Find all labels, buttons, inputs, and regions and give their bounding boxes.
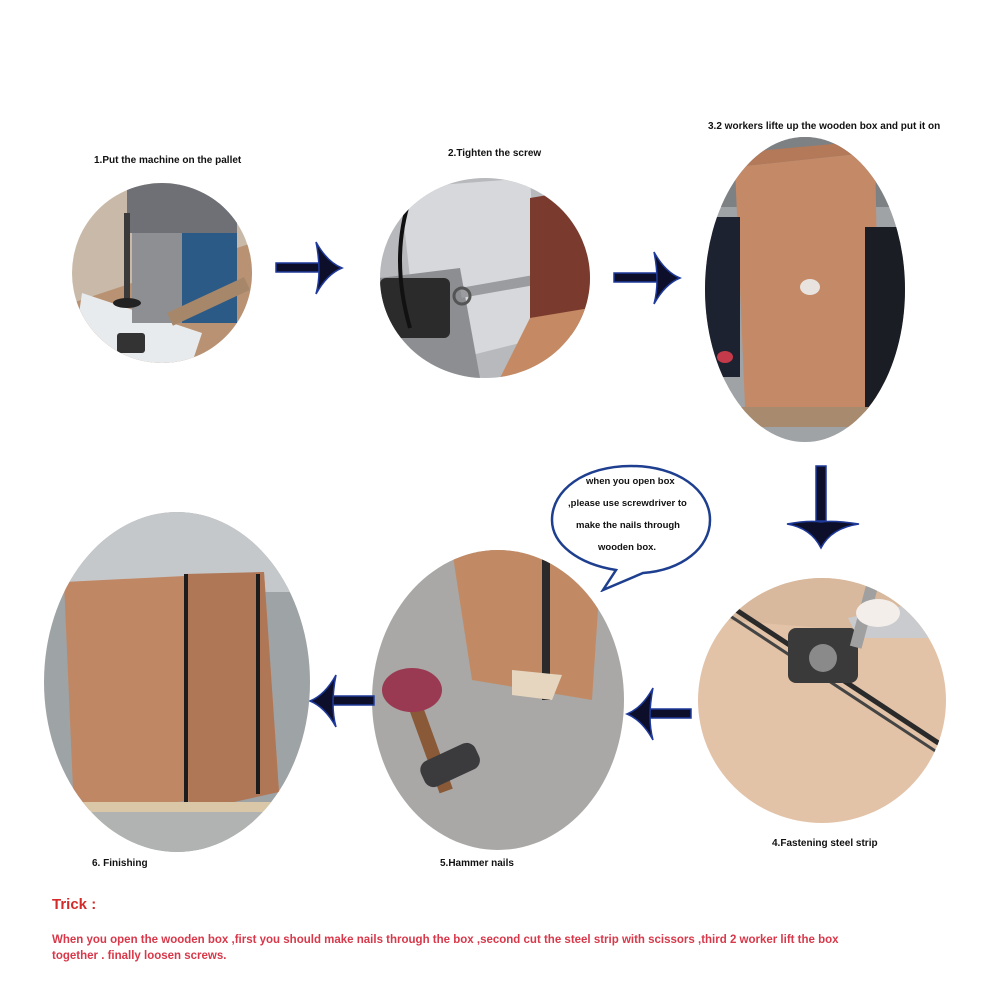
bubble-line-1: when you open box (586, 476, 675, 487)
step-6-photo (44, 512, 310, 852)
step-5-caption: 5.Hammer nails (440, 858, 514, 869)
step-2-photo (380, 178, 590, 378)
speech-bubble (550, 464, 712, 592)
step-3-photo (705, 137, 905, 442)
arrow-down-icon (786, 465, 860, 550)
arrow-left-icon (308, 674, 375, 728)
step-4-photo (698, 578, 946, 823)
trick-body-line-2: together . finally loosen screws. (52, 950, 227, 962)
bubble-line-4: wooden box. (598, 542, 657, 553)
bubble-line-3: make the nails through (576, 520, 680, 531)
step-5-photo (372, 550, 624, 850)
step-1-caption: 1.Put the machine on the pallet (94, 155, 242, 166)
arrow-left-icon (625, 687, 692, 741)
trick-title: Trick : (52, 896, 97, 913)
step-6-caption: 6. Finishing (92, 858, 148, 869)
trick-body: When you open the wooden box ,first you … (52, 932, 952, 964)
arrow-right-icon (275, 241, 344, 295)
step-3-caption: 3.2 workers lifte up the wooden box and … (708, 121, 941, 132)
step-1-photo (72, 183, 252, 363)
step-4-caption: 4.Fastening steel strip (772, 838, 878, 849)
bubble-line-2: ,please use screwdriver to (568, 498, 687, 509)
step-2-caption: 2.Tighten the screw (448, 148, 542, 159)
trick-body-line-1: When you open the wooden box ,first you … (52, 934, 839, 946)
arrow-right-icon (613, 251, 682, 305)
